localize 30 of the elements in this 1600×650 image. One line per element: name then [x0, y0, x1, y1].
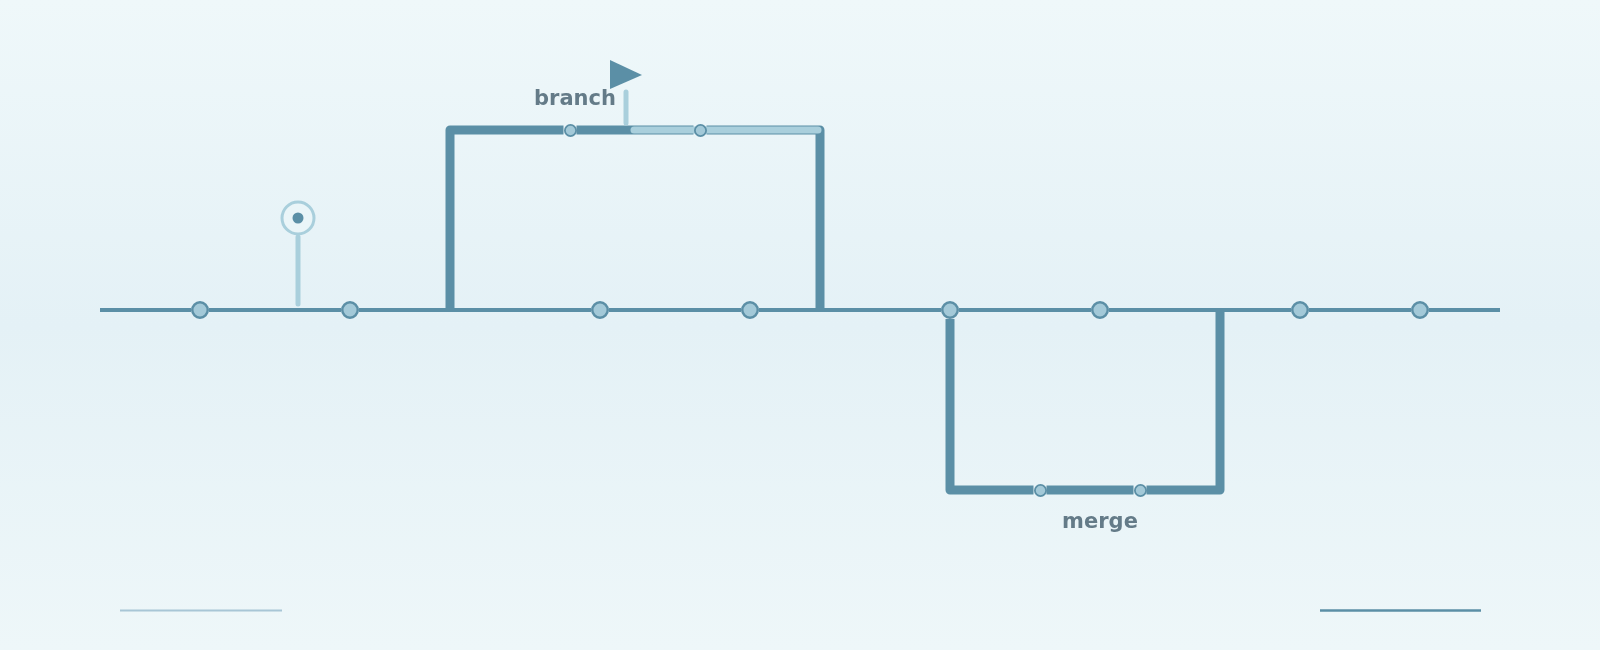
connector-line [100, 308, 191, 312]
commit-dot [741, 301, 759, 319]
commit-dot [341, 301, 359, 319]
connector-line [609, 308, 741, 312]
connector-line [959, 308, 1091, 312]
connector-line [1146, 310, 1225, 495]
annotation-text: merge [1062, 511, 1138, 532]
commit-dot [1091, 301, 1109, 319]
connector-line [759, 308, 820, 312]
connector-line [1220, 308, 1291, 312]
connector-line [209, 308, 341, 312]
connector-line [706, 125, 825, 310]
annotation-text: branch [534, 88, 616, 109]
commit-dot [1291, 301, 1309, 319]
connector-line [1046, 485, 1134, 495]
connector-line [1429, 308, 1500, 312]
connector-line [820, 308, 941, 312]
connector-line [945, 319, 1034, 495]
commit-dot [941, 301, 959, 319]
connector-line [1109, 308, 1220, 312]
connector-line [576, 125, 694, 135]
commit-dot [693, 123, 707, 137]
connector-line [450, 308, 591, 312]
commit-dot [1411, 301, 1429, 319]
commit-dot [1133, 483, 1147, 497]
commit-dot [1033, 483, 1047, 497]
commit-dot [191, 301, 209, 319]
commit-dot [591, 301, 609, 319]
connector-line [1309, 308, 1411, 312]
commit-dot [563, 123, 577, 137]
